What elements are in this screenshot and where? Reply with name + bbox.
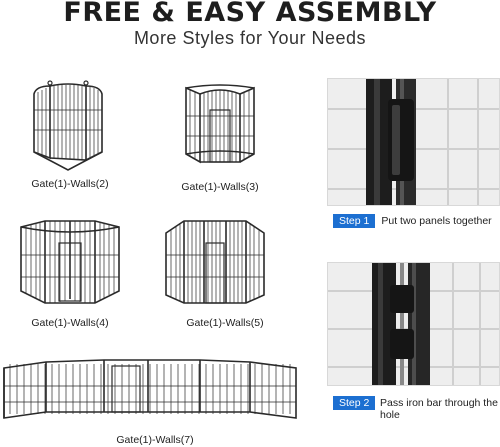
- step-1: Step 1 Put two panels together: [333, 214, 492, 228]
- step-2: Step 2: [333, 396, 376, 410]
- pen-illustration-walls-2: [28, 80, 108, 172]
- pen-illustration-walls-7: [0, 346, 305, 426]
- config-label-walls-2: Gate(1)-Walls(2): [31, 178, 109, 190]
- pen-illustration-walls-3: [180, 80, 260, 172]
- config-label-walls-5: Gate(1)-Walls(5): [186, 317, 264, 329]
- step-2-text: Pass iron bar through the hole: [380, 397, 498, 421]
- page-subtitle: More Styles for Your Needs: [133, 28, 367, 48]
- step-1-badge: Step 1: [333, 214, 376, 228]
- config-label-walls-3: Gate(1)-Walls(3): [181, 181, 259, 193]
- page-title: FREE & EASY ASSEMBLY: [63, 0, 437, 28]
- pen-illustration-walls-5: [160, 215, 270, 307]
- step-2-badge: Step 2: [333, 396, 376, 410]
- hinge-photo-step-1: [327, 78, 500, 206]
- hinge-photo-step-2: [327, 262, 500, 386]
- config-label-walls-4: Gate(1)-Walls(4): [31, 317, 109, 329]
- pen-illustration-walls-4: [15, 215, 125, 307]
- step-1-text: Put two panels together: [381, 215, 492, 227]
- config-label-walls-7: Gate(1)-Walls(7): [116, 434, 194, 446]
